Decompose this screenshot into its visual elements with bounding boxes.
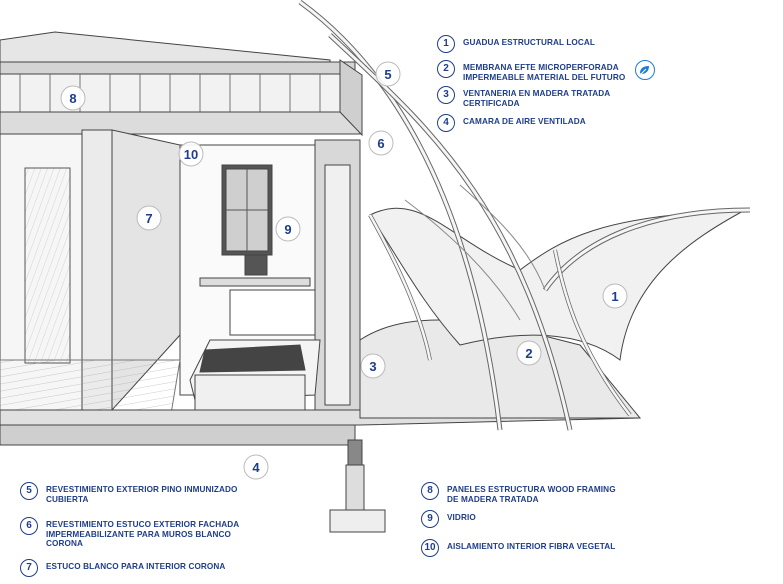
legend-number: 7 — [20, 559, 38, 577]
callout-10: 10 — [178, 141, 204, 167]
svg-text:3: 3 — [369, 359, 376, 374]
legend-item-4: 4 CAMARA DE AIRE VENTILADA — [437, 114, 663, 132]
svg-text:2: 2 — [525, 346, 532, 361]
callout-4: 4 — [243, 454, 269, 480]
callout-1: 1 — [602, 283, 628, 309]
legend-label: GUADUA ESTRUCTURAL LOCAL — [463, 38, 596, 47]
legend-item-6: 6 REVESTIMIENTO ESTUCO EXTERIOR FACHADA … — [20, 517, 261, 549]
legend-label: VIDRIO — [447, 513, 476, 522]
legend-number: 4 — [437, 114, 455, 132]
roof-structure — [0, 31, 363, 137]
legend-number: 9 — [421, 510, 439, 528]
legend-label: MEMBRANA EFTE MICROPERFORADA IMPERMEABLE… — [463, 63, 626, 82]
callout-8: 8 — [60, 85, 86, 111]
legend-number: 2 — [437, 60, 455, 78]
legend-item-3: 3 VENTANERIA EN MADERA TRATADA CERTIFICA… — [437, 86, 633, 108]
legend-label: REVESTIMIENTO ESTUCO EXTERIOR FACHADA IM… — [46, 520, 239, 548]
legend-item-1: 1 GUADUA ESTRUCTURAL LOCAL — [437, 35, 663, 53]
svg-text:4: 4 — [252, 460, 260, 475]
legend-number: 5 — [20, 482, 38, 500]
legend-number: 6 — [20, 517, 38, 535]
callout-3: 3 — [360, 353, 386, 379]
legend-label: AISLAMIENTO INTERIOR FIBRA VEGETAL — [447, 542, 616, 551]
svg-text:9: 9 — [284, 222, 291, 237]
svg-text:8: 8 — [69, 91, 76, 106]
callout-2: 2 — [516, 340, 542, 366]
legend-number: 10 — [421, 539, 439, 557]
bedroom-furniture — [0, 254, 321, 421]
svg-text:6: 6 — [377, 136, 384, 151]
callout-markers: 8 10 7 9 5 6 1 2 3 4 — [60, 61, 628, 480]
eco-leaf-icon — [635, 60, 655, 80]
legend-item-8: 8 PANELES ESTRUCTURA WOOD FRAMING DE MAD… — [421, 482, 627, 504]
callout-7: 7 — [136, 205, 162, 231]
svg-text:1: 1 — [611, 289, 618, 304]
legend-item-10: 10 AISLAMIENTO INTERIOR FIBRA VEGETAL — [421, 539, 667, 557]
legend-item-7: 7 ESTUCO BLANCO PARA INTERIOR CORONA — [20, 559, 276, 577]
bamboo-membrane-structure — [298, 0, 751, 431]
callout-5: 5 — [375, 61, 401, 87]
legend-label: CAMARA DE AIRE VENTILADA — [463, 117, 586, 126]
legend-item-5: 5 REVESTIMIENTO EXTERIOR PINO INMUNIZADO… — [20, 482, 261, 504]
svg-text:10: 10 — [184, 147, 198, 162]
legend-label: ESTUCO BLANCO PARA INTERIOR CORONA — [46, 562, 226, 571]
legend-item-2: 2 MEMBRANA EFTE MICROPERFORADA IMPERMEAB… — [437, 60, 635, 82]
legend-number: 3 — [437, 86, 455, 104]
legend-label: REVESTIMIENTO EXTERIOR PINO INMUNIZADO C… — [46, 485, 238, 504]
legend-label: PANELES ESTRUCTURA WOOD FRAMING DE MADER… — [447, 485, 616, 504]
legend-number: 8 — [421, 482, 439, 500]
legend-number: 1 — [437, 35, 455, 53]
legend-item-9: 9 VIDRIO — [421, 510, 627, 528]
callout-9: 9 — [275, 216, 301, 242]
svg-text:5: 5 — [384, 67, 391, 82]
svg-text:7: 7 — [145, 211, 152, 226]
legend-label: VENTANERIA EN MADERA TRATADA CERTIFICADA — [463, 89, 610, 108]
callout-6: 6 — [368, 130, 394, 156]
